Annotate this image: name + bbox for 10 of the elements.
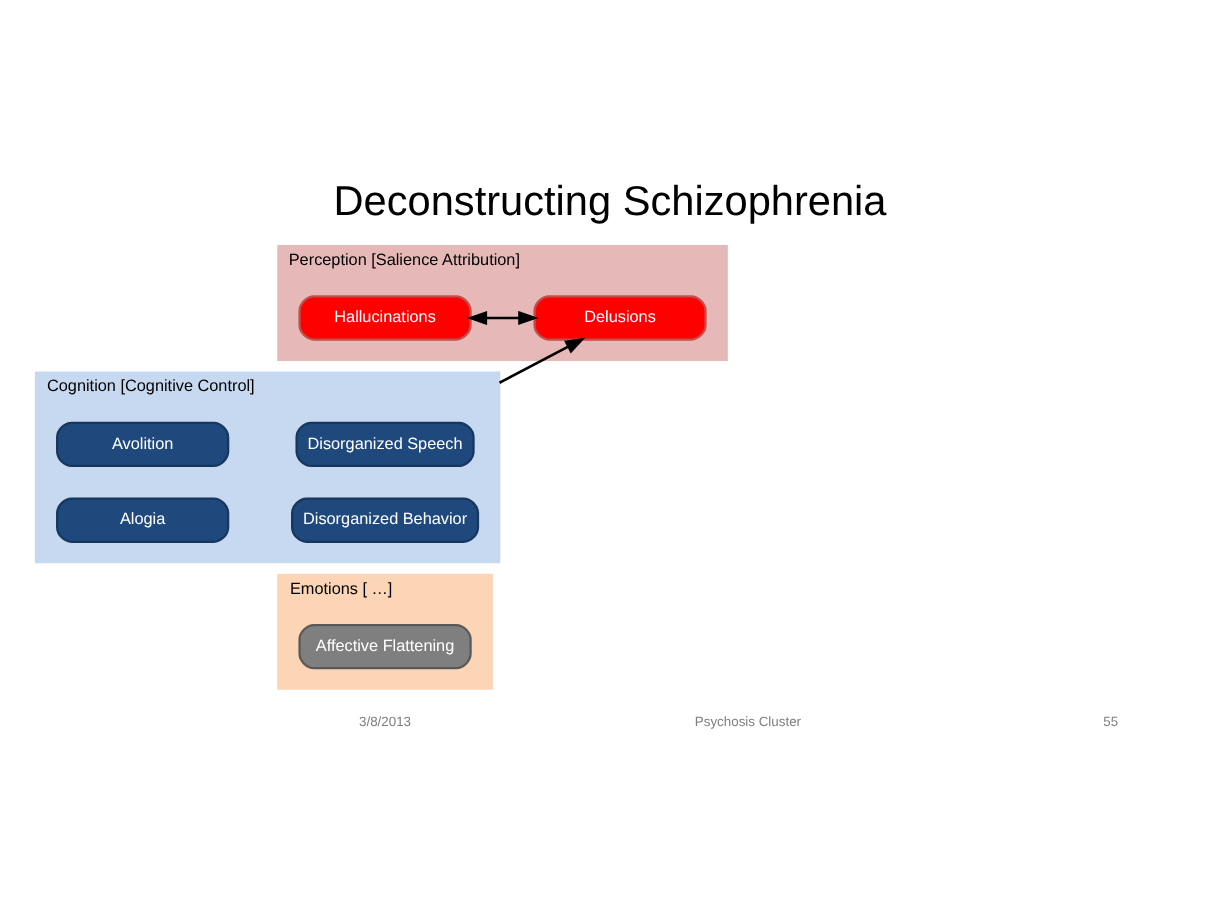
node-box: Delusions — [533, 294, 707, 340]
node-box: Alogia — [56, 496, 230, 542]
arrow — [466, 309, 539, 325]
node-box: Disorganized Speech — [295, 420, 475, 467]
node-box: Avolition — [56, 420, 230, 467]
node-box: Disorganized Behavior — [291, 496, 480, 542]
diagram-title: Deconstructing Schizophrenia — [333, 178, 887, 225]
arrow — [498, 336, 586, 383]
node-box: Hallucinations — [298, 294, 472, 340]
node-box: Affective Flattening — [298, 622, 472, 669]
